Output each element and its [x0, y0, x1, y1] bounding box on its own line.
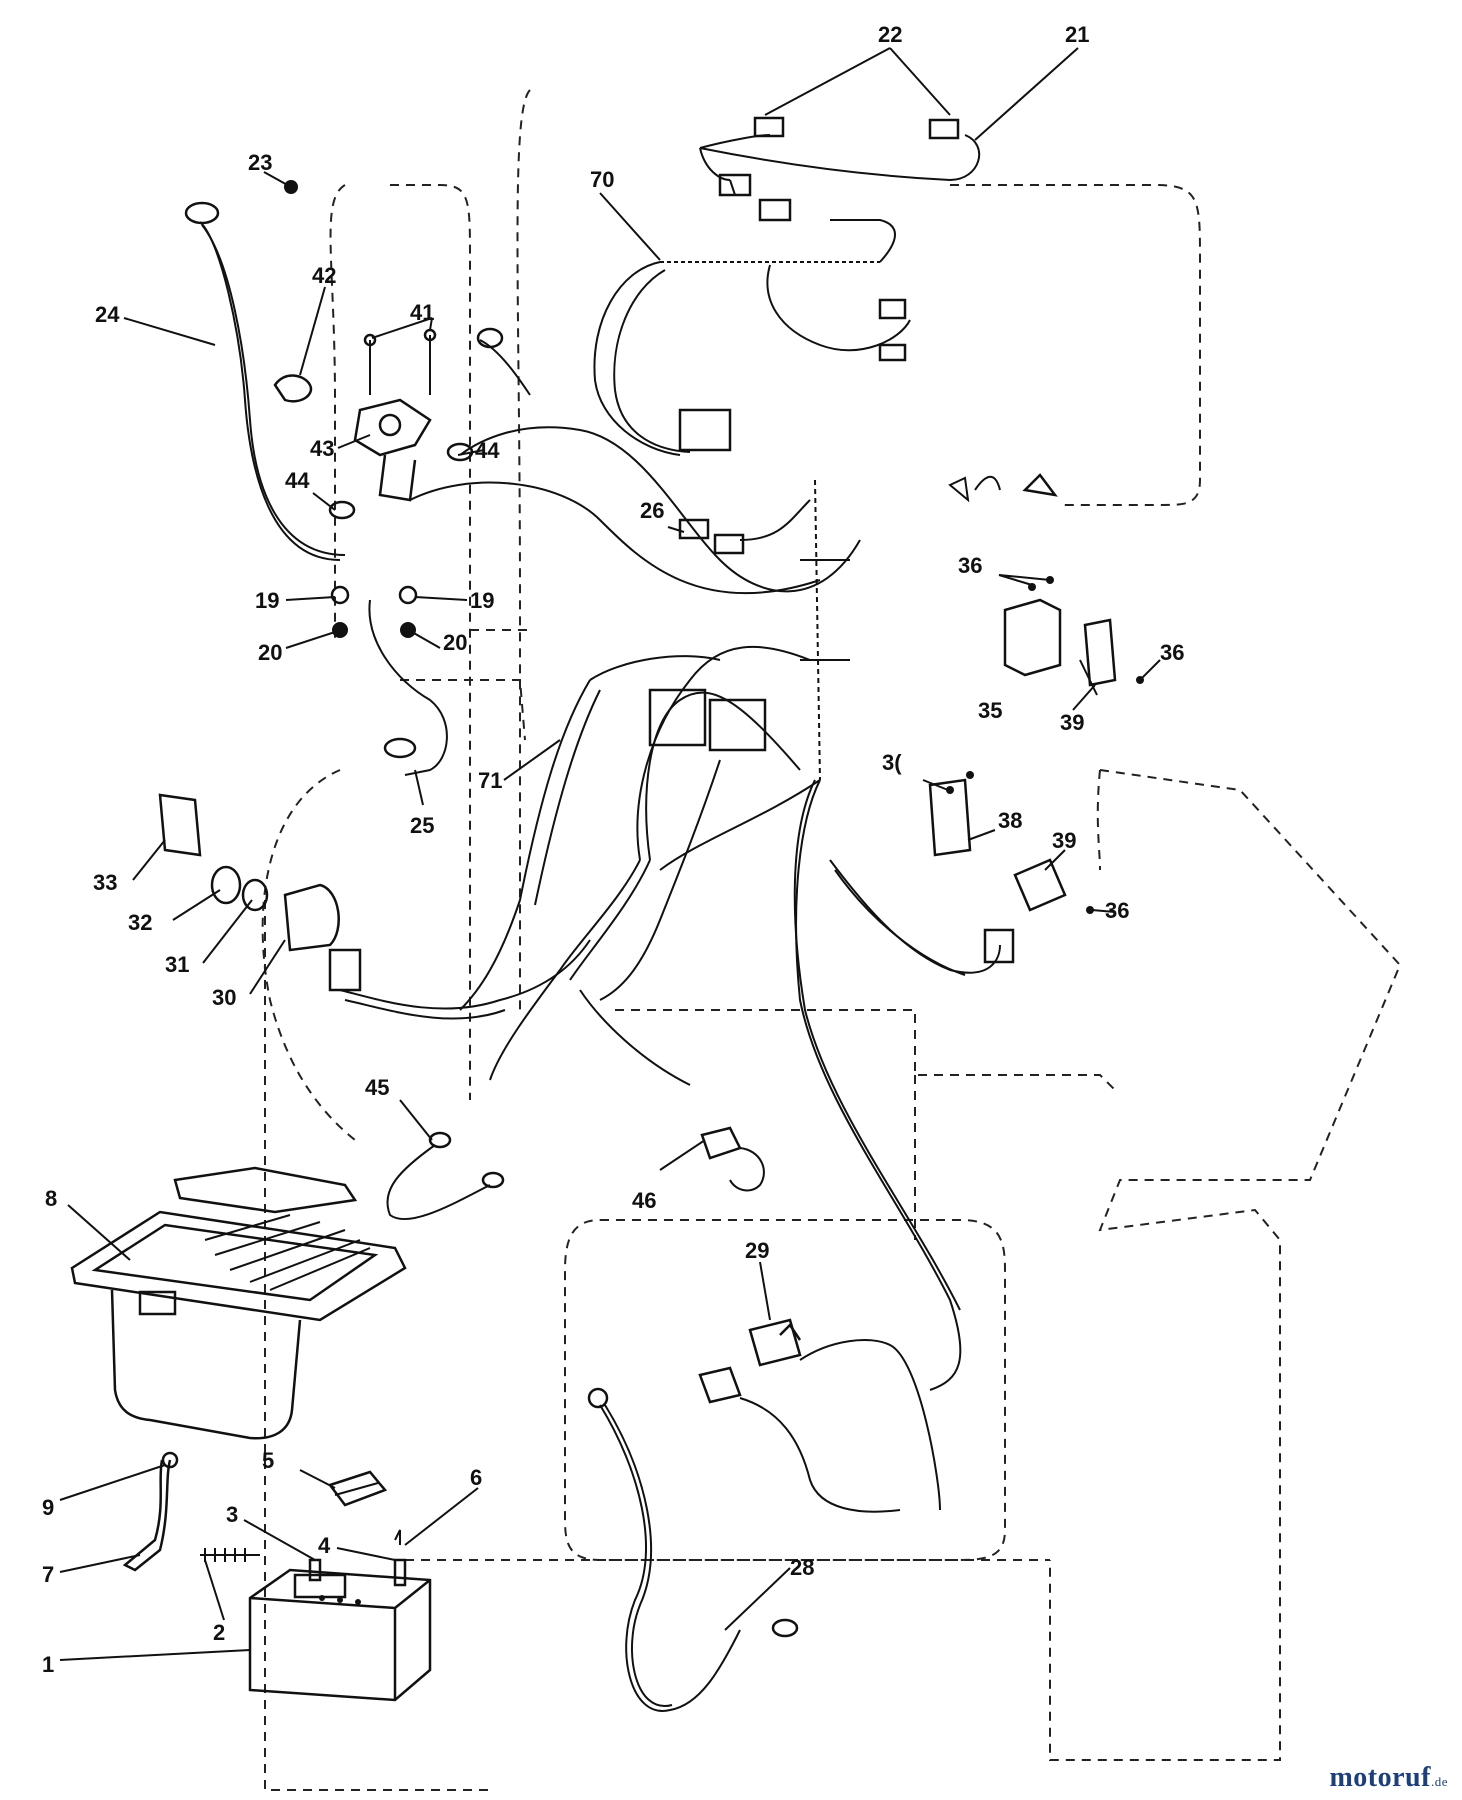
brackets [928, 473, 1144, 914]
callout-43: 43 [310, 436, 334, 461]
battery-box [70, 1166, 407, 1440]
ignition-switch [158, 793, 340, 952]
callout-38: 38 [998, 808, 1022, 833]
callout-36-top: 36 [958, 553, 982, 578]
callout-31: 31 [165, 952, 189, 977]
watermark-text: motoruf [1329, 1762, 1431, 1793]
lower-components [386, 499, 941, 1712]
headlight-harness [593, 116, 981, 456]
watermark-suffix: .de [1430, 1774, 1448, 1789]
callout-44-left: 44 [285, 468, 310, 493]
solenoid-assembly [184, 180, 861, 776]
callout-7: 7 [42, 1562, 54, 1587]
callout-35: 35 [978, 698, 1002, 723]
callout-28: 28 [790, 1555, 814, 1580]
callout-4: 4 [318, 1533, 331, 1558]
callout-36-mid: 36 [1160, 640, 1184, 665]
callout-19-left: 19 [255, 588, 279, 613]
callout-32: 32 [128, 910, 152, 935]
callout-25: 25 [410, 813, 434, 838]
leader-lines [59, 47, 1161, 1661]
callout-labels: 22 21 70 23 24 42 41 43 44 44 19 19 20 2… [42, 22, 1184, 1677]
callout-22: 22 [878, 22, 902, 47]
main-harness [328, 479, 1015, 1391]
callout-42: 42 [312, 263, 336, 288]
callout-20-right: 20 [443, 630, 467, 655]
callout-23: 23 [248, 150, 272, 175]
battery [122, 1451, 432, 1702]
callout-37: 3( [882, 750, 902, 775]
watermark-logo: motoruf.de [1329, 1762, 1448, 1794]
callout-1: 1 [42, 1652, 54, 1677]
callout-5: 5 [262, 1448, 274, 1473]
callout-39-top: 39 [1060, 710, 1084, 735]
callout-33: 33 [93, 870, 117, 895]
callout-24: 24 [95, 302, 120, 327]
callout-70: 70 [590, 167, 614, 192]
callout-20-left: 20 [258, 640, 282, 665]
callout-29: 29 [745, 1238, 769, 1263]
callout-30: 30 [212, 985, 236, 1010]
callout-21: 21 [1065, 22, 1089, 47]
callout-9: 9 [42, 1495, 54, 1520]
callout-19-right: 19 [470, 588, 494, 613]
chassis-outline [261, 89, 1402, 1791]
callout-71: 71 [478, 768, 502, 793]
callout-2: 2 [213, 1620, 225, 1645]
callout-3: 3 [226, 1502, 238, 1527]
callout-41: 41 [410, 300, 434, 325]
callout-36-bottom: 36 [1105, 898, 1129, 923]
callout-44-right: 44 [475, 438, 500, 463]
callout-39-bottom: 39 [1052, 828, 1076, 853]
callout-8: 8 [45, 1186, 57, 1211]
callout-26: 26 [640, 498, 664, 523]
callout-45: 45 [365, 1075, 389, 1100]
callout-6: 6 [470, 1465, 482, 1490]
callout-46: 46 [632, 1188, 656, 1213]
